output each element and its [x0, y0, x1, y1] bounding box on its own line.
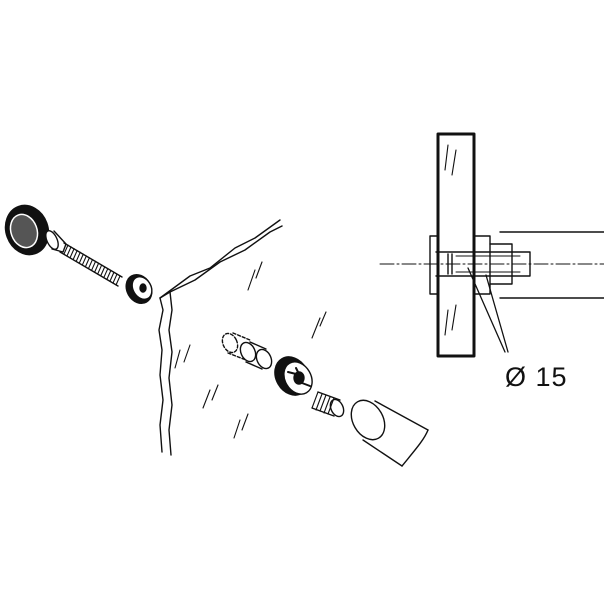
- washer: [125, 273, 153, 305]
- thread-mark: [97, 264, 103, 275]
- threaded-insert: [311, 391, 345, 418]
- diameter-label: Ø 15: [505, 362, 568, 392]
- thread-mark: [109, 271, 115, 282]
- threaded-bolt: [45, 229, 123, 287]
- thread-mark: [87, 259, 94, 270]
- thread-mark: [112, 273, 118, 284]
- cross-section-view: [379, 132, 604, 358]
- glass-panel: [158, 219, 327, 456]
- thread-mark: [106, 269, 112, 281]
- thread-mark: [78, 253, 84, 264]
- spacer-sleeve: [221, 332, 273, 370]
- cover-cap: [4, 204, 50, 256]
- thread-mark: [69, 248, 75, 259]
- thread-mark: [66, 246, 72, 257]
- support-rod: [350, 399, 429, 467]
- thread-mark: [94, 262, 100, 273]
- thread-mark: [103, 268, 109, 279]
- thread-mark: [100, 266, 106, 277]
- thread-mark: [84, 257, 90, 268]
- thread-mark: [81, 255, 87, 266]
- thread-mark: [63, 244, 69, 255]
- thread-mark: [115, 275, 121, 286]
- thread-mark: [90, 260, 97, 271]
- thread-mark: [72, 249, 78, 261]
- mounting-ring: [274, 356, 313, 396]
- thread-mark: [75, 251, 81, 262]
